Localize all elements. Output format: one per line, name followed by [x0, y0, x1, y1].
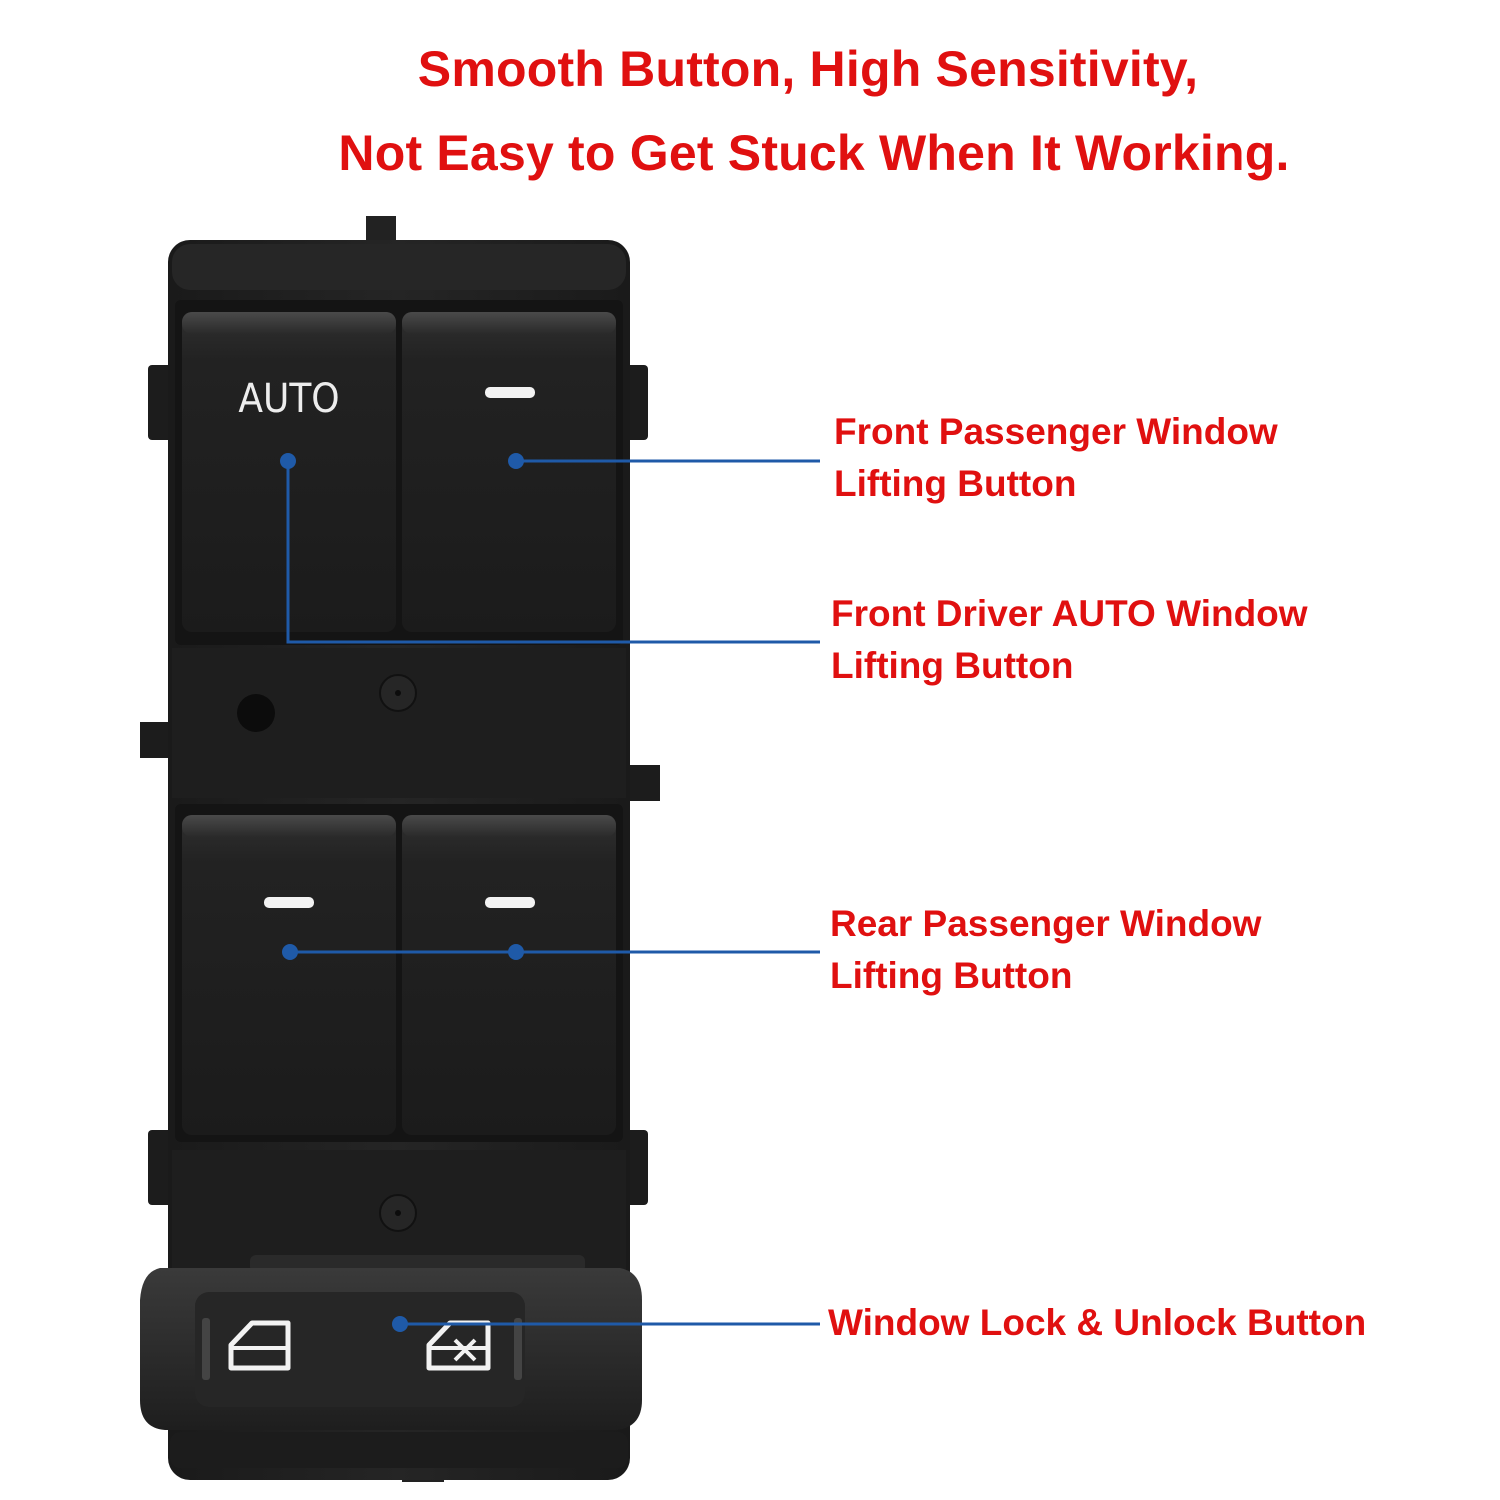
callout-rear-passenger-line2: Lifting Button	[830, 955, 1073, 996]
callout-front-driver-line1: Front Driver AUTO Window	[831, 593, 1308, 634]
front-passenger-button[interactable]	[402, 312, 616, 632]
callout-front-driver-line2: Lifting Button	[831, 645, 1074, 686]
callout-line-front-driver	[286, 461, 820, 644]
indicator-bar-icon	[485, 897, 535, 908]
indicator-bar-icon	[264, 897, 314, 908]
callout-lines	[286, 459, 820, 1326]
headline-line-2: Not Easy to Get Stuck When It Working.	[338, 125, 1290, 181]
side-clip	[140, 722, 170, 758]
indicator-bar-icon	[485, 387, 535, 398]
callout-rear-passenger-line1: Rear Passenger Window	[830, 903, 1262, 944]
callout-dot	[508, 944, 524, 960]
screw-hole	[237, 694, 275, 732]
window-lock-button[interactable]	[140, 1268, 642, 1430]
callout-dot	[508, 453, 524, 469]
auto-label: AUTO	[238, 376, 339, 422]
housing-top-rim	[172, 244, 626, 290]
side-clip	[148, 365, 172, 440]
rear-left-passenger-button[interactable]	[182, 815, 396, 1135]
callout-front-passenger-line1: Front Passenger Window	[834, 411, 1278, 452]
callout-dot	[392, 1316, 408, 1332]
callout-front-passenger: Front Passenger Window Lifting Button	[834, 406, 1278, 510]
callout-window-lock-line1: Window Lock & Unlock Button	[828, 1302, 1367, 1343]
side-clip	[626, 765, 660, 801]
callout-rear-passenger: Rear Passenger Window Lifting Button	[830, 898, 1261, 1002]
side-clip	[148, 1130, 172, 1205]
callout-dot	[282, 944, 298, 960]
callout-front-driver: Front Driver AUTO Window Lifting Button	[831, 588, 1308, 692]
callout-dot	[280, 453, 296, 469]
rear-right-passenger-button[interactable]	[402, 815, 616, 1135]
callout-window-lock: Window Lock & Unlock Button	[828, 1297, 1366, 1349]
callout-front-passenger-line2: Lifting Button	[834, 463, 1077, 504]
callout-dots	[280, 453, 524, 1332]
window-unlock-icon	[228, 1320, 291, 1371]
headline-line-1: Smooth Button, High Sensitivity,	[417, 41, 1199, 97]
